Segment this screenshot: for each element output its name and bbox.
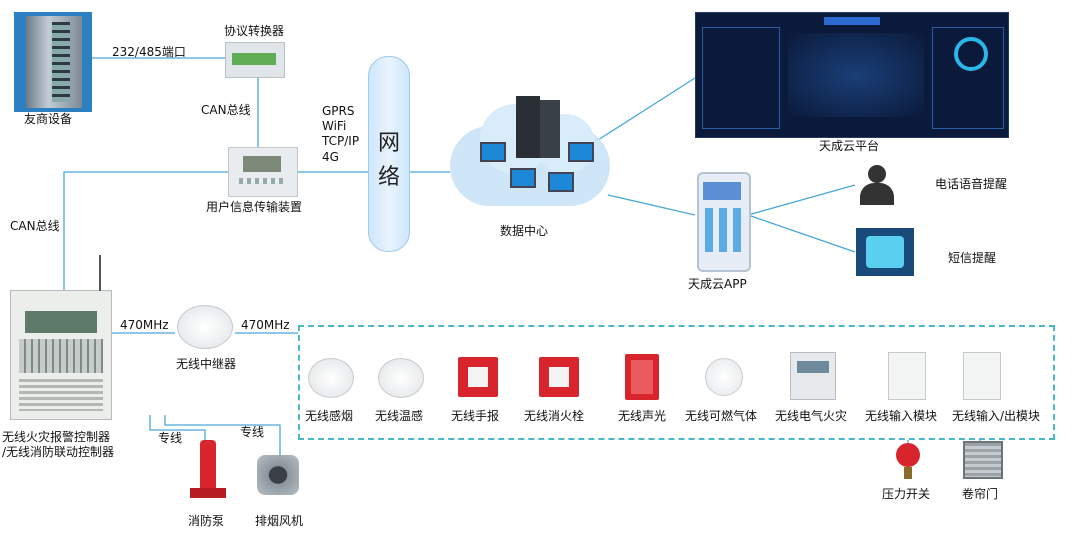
device-label-7: 无线输入模块 bbox=[865, 409, 938, 423]
phone-alert-icon bbox=[856, 163, 900, 207]
datacenter-cloud bbox=[450, 96, 610, 208]
cloud-platform-screen bbox=[695, 12, 1009, 138]
fan-label: 排烟风机 bbox=[255, 514, 304, 528]
vendor-cabinet bbox=[14, 12, 92, 112]
converter-label: 协议转换器 bbox=[224, 24, 285, 38]
freq-left-label: 470MHz bbox=[120, 318, 169, 332]
datacenter-label: 数据中心 bbox=[500, 224, 549, 238]
repeater-device bbox=[177, 305, 233, 349]
manual-alarm bbox=[458, 357, 498, 397]
electrical-fire-detector bbox=[790, 352, 836, 400]
protocol-4g: 4G bbox=[322, 150, 339, 164]
shutter-label: 卷帘门 bbox=[962, 487, 999, 501]
network-char-1: 网 bbox=[377, 131, 400, 156]
controller-label-2: /无线消防联动控制器 bbox=[2, 445, 115, 459]
smoke-detector bbox=[308, 358, 354, 398]
can-left-label: CAN总线 bbox=[10, 219, 60, 233]
device-label-5: 无线可燃气体 bbox=[685, 409, 758, 423]
device-label-4: 无线声光 bbox=[618, 409, 667, 423]
protocol-tcpip: TCP/IP bbox=[322, 134, 360, 148]
heat-detector bbox=[378, 358, 424, 398]
app-phone bbox=[697, 172, 751, 272]
device-label-3: 无线消火栓 bbox=[524, 409, 585, 423]
phone-alert-label: 电话语音提醒 bbox=[935, 177, 1008, 191]
cloud-platform-label: 天成云平台 bbox=[819, 139, 880, 153]
dedicated-label-1: 专线 bbox=[158, 431, 183, 445]
protocol-wifi: WiFi bbox=[322, 119, 347, 133]
hydrant-button bbox=[539, 357, 579, 397]
repeater-label: 无线中继器 bbox=[176, 357, 237, 371]
uitd-device bbox=[228, 147, 298, 197]
fire-pump bbox=[190, 440, 226, 506]
input-module bbox=[888, 352, 926, 400]
freq-right-label: 470MHz bbox=[241, 318, 290, 332]
gas-detector bbox=[705, 358, 743, 396]
pressure-switch bbox=[888, 443, 928, 479]
network-pillar: 网 络 bbox=[368, 56, 410, 252]
io-module bbox=[963, 352, 1001, 400]
device-label-2: 无线手报 bbox=[451, 409, 500, 423]
dedicated-label-2: 专线 bbox=[240, 425, 265, 439]
smoke-fan bbox=[257, 455, 299, 495]
device-label-8: 无线输入/出模块 bbox=[952, 409, 1041, 423]
strobe-siren bbox=[625, 354, 659, 400]
sms-alert-icon bbox=[856, 228, 914, 276]
device-label-6: 无线电气火灾 bbox=[775, 409, 848, 423]
sms-alert-label: 短信提醒 bbox=[948, 251, 997, 265]
app-label: 天成云APP bbox=[688, 277, 747, 291]
can-top-label: CAN总线 bbox=[201, 103, 251, 117]
device-label-0: 无线感烟 bbox=[305, 409, 354, 423]
wireless-devices-group bbox=[298, 325, 1055, 440]
uitd-label: 用户信息传输装置 bbox=[206, 200, 303, 214]
fire-pump-label: 消防泵 bbox=[188, 514, 225, 528]
port-label: 232/485端口 bbox=[112, 45, 186, 59]
pressure-label: 压力开关 bbox=[882, 487, 931, 501]
device-label-1: 无线温感 bbox=[375, 409, 424, 423]
vendor-label: 友商设备 bbox=[24, 112, 73, 126]
protocol-gprs: GPRS bbox=[322, 104, 355, 118]
fire-controller bbox=[10, 255, 112, 420]
rolling-shutter bbox=[963, 441, 1003, 479]
converter-device bbox=[225, 42, 285, 78]
network-char-2: 络 bbox=[377, 165, 400, 190]
controller-label-1: 无线火灾报警控制器 bbox=[2, 430, 111, 444]
